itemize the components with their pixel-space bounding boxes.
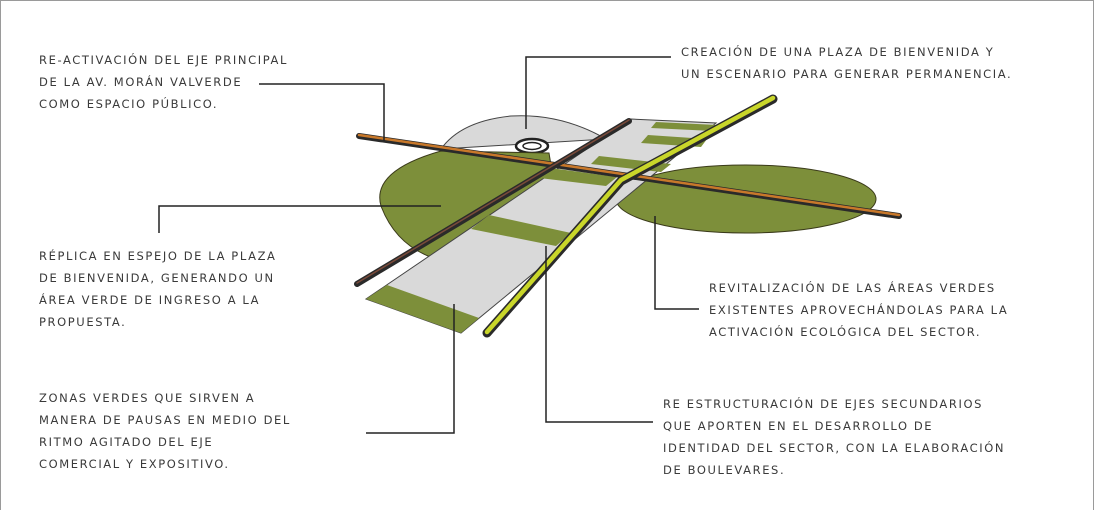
leader-zonas (366, 304, 455, 434)
green-pause-2 (471, 215, 571, 246)
annotation-line: DE LA AV. MORÁN VALVERDE (39, 75, 243, 89)
annotation-line: REVITALIZACIÓN DE LAS ÁREAS VERDES (709, 281, 996, 295)
annotation-line: DE BIENVENIDA, GENERANDO UN (39, 271, 275, 285)
annotation-line: EXISTENTES APROVECHÁNDOLAS PARA LA (709, 303, 1009, 317)
annotation-line: IDENTIDAD DEL SECTOR, CON LA ELABORACIÓN (663, 441, 1006, 455)
annotation-line: COMERCIAL Y EXPOSITIVO. (39, 457, 230, 471)
green-pause-6 (651, 122, 717, 131)
annotation-line: PROPUESTA. (39, 315, 127, 329)
leader-plaza (525, 56, 671, 129)
annotation-reactivacion: RE-ACTIVACIÓN DEL EJE PRINCIPAL DE LA AV… (39, 49, 288, 115)
annotation-revitalizacion: REVITALIZACIÓN DE LAS ÁREAS VERDES EXIST… (709, 277, 1008, 343)
annotation-line: MANERA DE PAUSAS EN MEDIO DEL (39, 413, 291, 427)
annotation-line: RITMO AGITADO DEL EJE (39, 435, 214, 449)
leader-lines (158, 56, 699, 434)
annotation-zonas: ZONAS VERDES QUE SIRVEN A MANERA DE PAUS… (39, 387, 291, 475)
yellow-boulevard-highlight (484, 95, 776, 335)
annotation-plaza: CREACIÓN DE UNA PLAZA DE BIENVENIDA Y UN… (681, 41, 1012, 85)
annotation-line: RE ESTRUCTURACIÓN DE EJES SECUNDARIOS (663, 397, 984, 411)
annotation-replica: RÉPLICA EN ESPEJO DE LA PLAZA DE BIENVEN… (39, 245, 277, 333)
annotation-line: DE BOULEVARES. (663, 463, 786, 477)
leader-reestructuracion (545, 246, 653, 423)
green-pause-1 (366, 285, 479, 333)
leader-revitalizacion (654, 216, 699, 310)
annotation-line: ZONAS VERDES QUE SIRVEN A (39, 391, 256, 405)
annotation-line: ÁREA VERDE DE INGRESO A LA (39, 293, 261, 307)
leader-reactivacion (259, 83, 385, 141)
stage-ring-inner (522, 141, 542, 151)
welcome-plaza (439, 115, 608, 150)
annotation-line: COMO ESPACIO PÚBLICO. (39, 97, 219, 111)
annotation-line: UN ESCENARIO PARA GENERAR PERMANENCIA. (681, 67, 1013, 81)
dark-diagonal-axis (354, 118, 632, 287)
annotation-line: RE-ACTIVACIÓN DEL EJE PRINCIPAL (39, 53, 288, 67)
annotation-line: ACTIVACIÓN ECOLÓGICA DEL SECTOR. (709, 325, 982, 339)
leader-replica (158, 205, 441, 233)
annotation-line: CREACIÓN DE UNA PLAZA DE BIENVENIDA Y (681, 45, 995, 59)
annotation-line: QUE APORTEN EN EL DESARROLLO DE (663, 419, 934, 433)
annotation-line: RÉPLICA EN ESPEJO DE LA PLAZA (39, 249, 277, 263)
green-pause-3 (531, 167, 617, 186)
dark-axis-highlight (356, 119, 630, 284)
annotation-reestructuracion: RE ESTRUCTURACIÓN DE EJES SECUNDARIOS QU… (663, 393, 1005, 481)
